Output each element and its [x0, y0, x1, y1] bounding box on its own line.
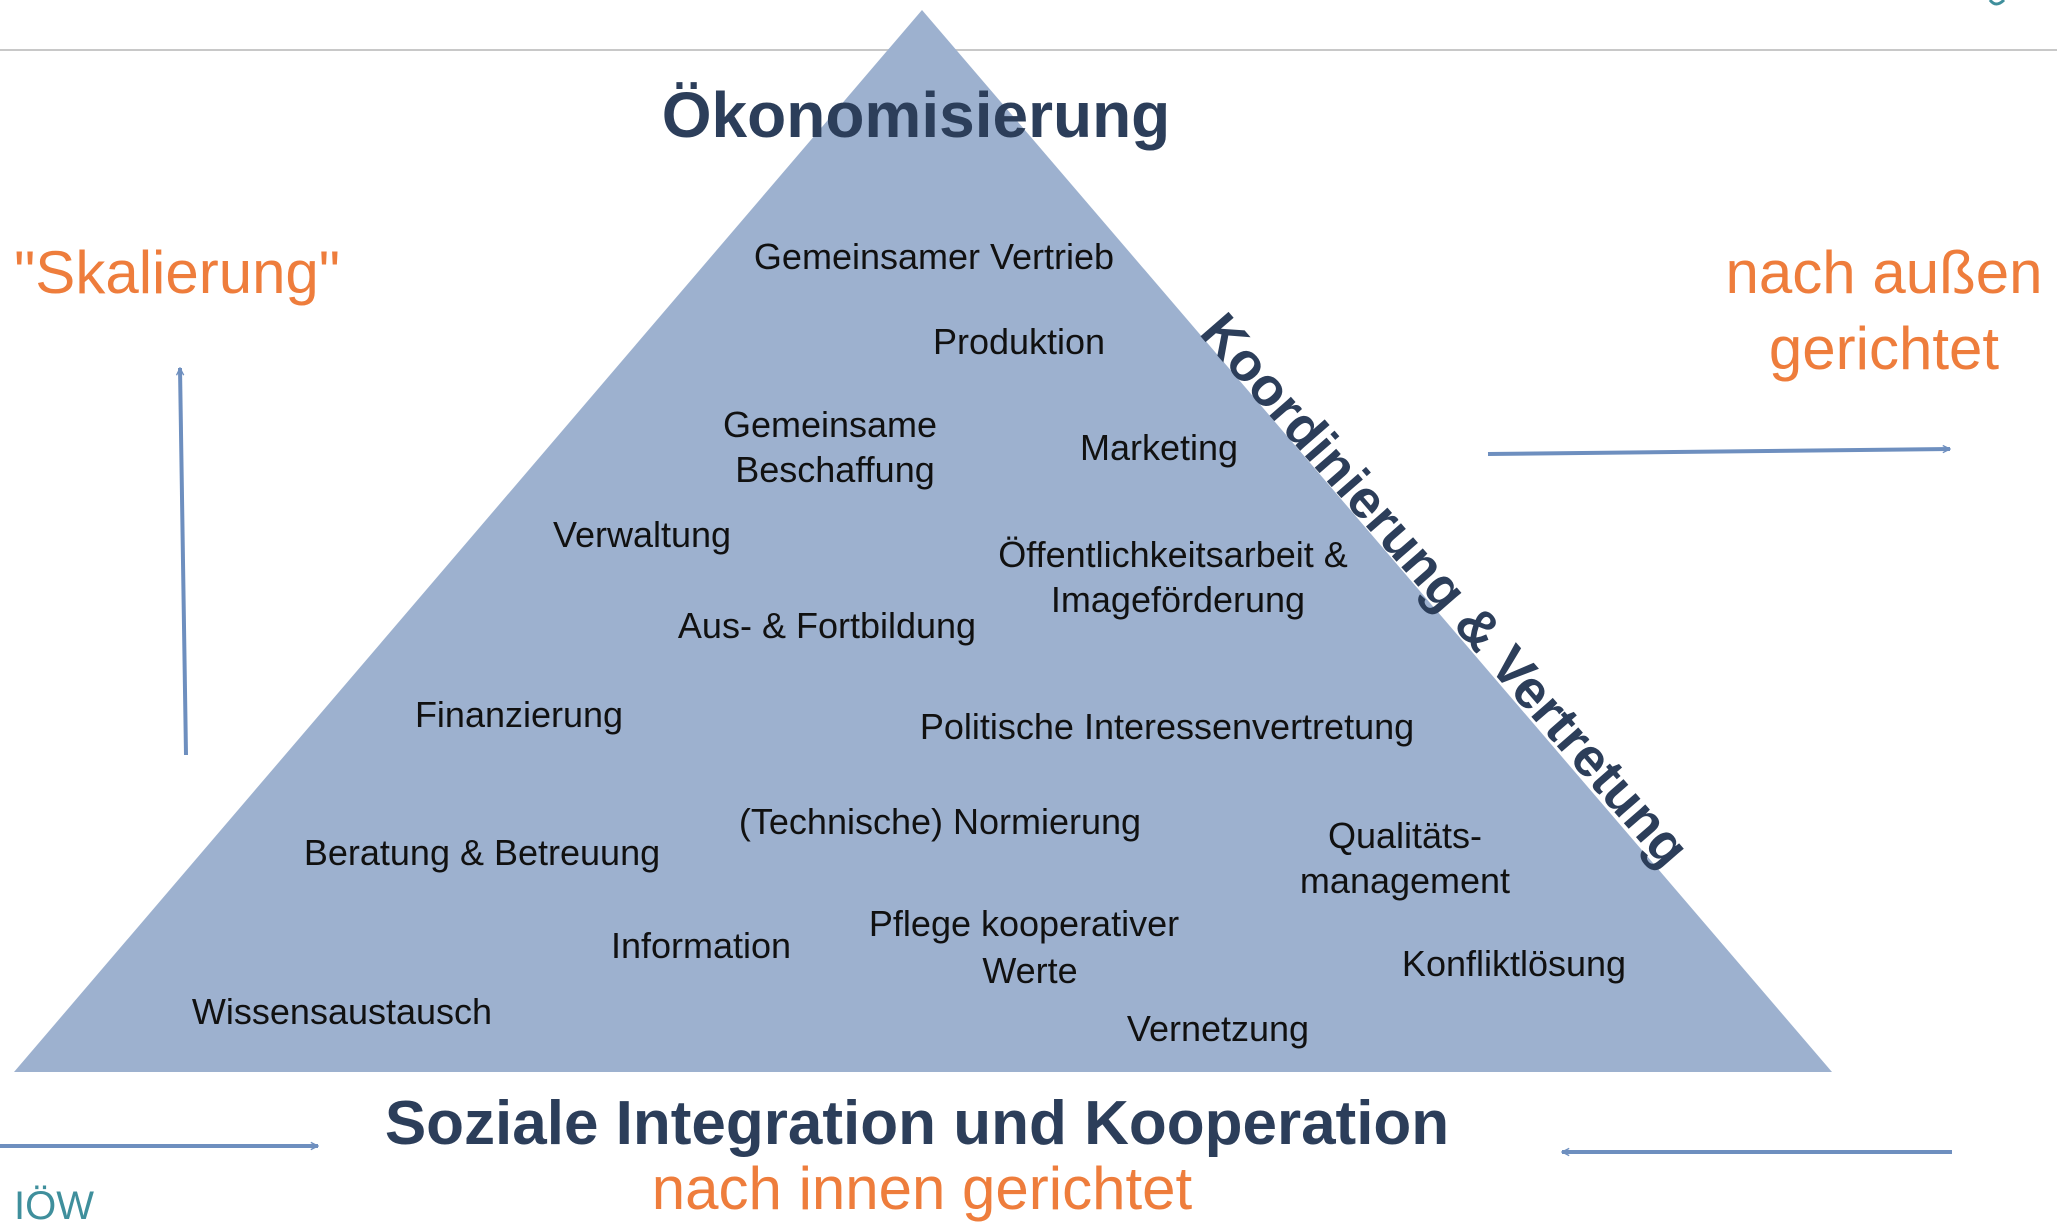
item-qualitaetsmanagement-line1: Qualitäts-	[1327, 815, 1483, 856]
item-gemeinsame-beschaffung-line2: Beschaffung	[735, 449, 935, 490]
item-gemeinsamer-vertrieb: Gemeinsamer Vertrieb	[753, 236, 1115, 277]
item-information: Information	[610, 925, 792, 966]
bottom-title: Soziale Integration und Kooperation	[384, 1089, 1450, 1158]
item-oeffentlichkeitsarbeit-line1: Öffentlichkeitsarbeit &	[998, 534, 1348, 575]
item-wissensaustausch: Wissensaustausch	[191, 991, 493, 1032]
item-aus-fortbildung: Aus- & Fortbildung	[677, 605, 977, 646]
outward-label-line1: nach außen	[1725, 239, 2043, 306]
pyramid-shape	[14, 10, 1832, 1072]
item-verwaltung: Verwaltung	[552, 514, 732, 555]
footer-logo: IÖW	[14, 1184, 94, 1228]
item-finanzierung: Finanzierung	[414, 694, 624, 735]
item-pflege-werte-line2: Werte	[982, 950, 1078, 991]
skalierung-arrow	[180, 368, 188, 756]
item-qualitaetsmanagement-line2: management	[1299, 860, 1511, 901]
item-vernetzung: Vernetzung	[1126, 1008, 1310, 1049]
skalierung-label: "Skalierung"	[14, 239, 341, 306]
item-konfliktloesung: Konfliktlösung	[1401, 943, 1627, 984]
corner-mark	[1988, 0, 2006, 6]
item-marketing: Marketing	[1079, 427, 1239, 468]
item-gemeinsame-beschaffung-line1: Gemeinsame	[722, 404, 938, 445]
bottom-subtitle: nach innen gerichtet	[651, 1155, 1193, 1222]
item-politische-interessenvertretung: Politische Interessenvertretung	[919, 706, 1415, 747]
top-title: Ökonomisierung	[661, 79, 1171, 151]
item-beratung-betreuung: Beratung & Betreuung	[303, 832, 661, 873]
outward-arrow	[1487, 449, 1950, 456]
item-technische-normierung: (Technische) Normierung	[738, 801, 1142, 842]
item-produktion: Produktion	[932, 321, 1106, 362]
item-oeffentlichkeitsarbeit-line2: Imageförderung	[1050, 579, 1306, 620]
outward-label-line2: gerichtet	[1768, 315, 2000, 382]
item-pflege-werte-line1: Pflege kooperativer	[868, 903, 1180, 944]
